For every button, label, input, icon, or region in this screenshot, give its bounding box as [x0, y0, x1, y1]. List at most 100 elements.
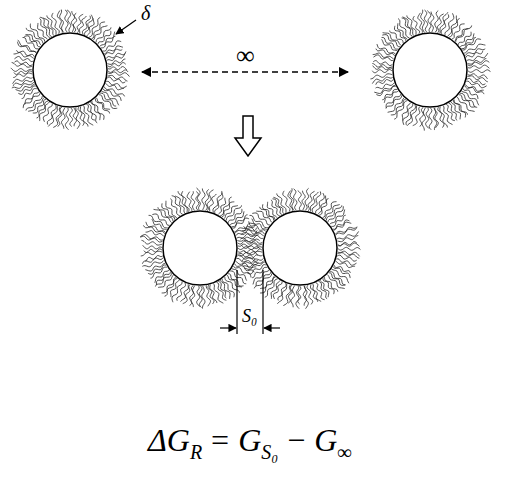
polymer-chain: [73, 13, 76, 32]
polymer-chain: [48, 106, 57, 127]
polymer-chain: [319, 199, 328, 216]
polymer-chain: [422, 108, 426, 131]
polymer-chain: [197, 286, 200, 307]
polymer-chain: [91, 102, 101, 120]
polymer-chain: [146, 255, 163, 261]
polymer-chain: [196, 188, 200, 210]
polymer-chain: [108, 75, 128, 81]
dimension-arrow: [264, 327, 280, 328]
polymer-chain: [431, 12, 434, 32]
polymer-chain: [466, 81, 486, 88]
polymer-chain: [38, 23, 48, 39]
polymer-chain: [73, 108, 76, 126]
polymer-chain: [71, 11, 74, 32]
polymer-chain: [99, 95, 117, 109]
polymer-chain: [290, 188, 294, 210]
leader-line: [116, 20, 136, 34]
polymer-chain: [25, 92, 39, 105]
polymer-chain: [244, 240, 262, 245]
polymer-chain: [108, 70, 128, 73]
polymer-chain: [107, 77, 125, 83]
polymer-chain: [418, 13, 423, 33]
polymer-chain: [376, 79, 393, 84]
polymer-chain: [142, 258, 163, 264]
polymer-chain: [335, 227, 356, 234]
polymer-chain: [154, 209, 172, 222]
polymer-chain: [460, 93, 477, 107]
polymer-chain: [244, 262, 265, 269]
polymer-chain: [449, 103, 458, 120]
polymer-chain: [302, 191, 305, 210]
polymer-chain: [298, 191, 302, 210]
process-arrow: [235, 116, 261, 156]
polymer-chain: [13, 73, 32, 78]
polymer-chain: [338, 247, 360, 250]
polymer-chain: [70, 108, 73, 127]
polymer-chain: [413, 16, 420, 34]
polymer-chain: [377, 44, 395, 54]
polymer-chain: [108, 72, 130, 77]
polymer-chain: [77, 14, 83, 33]
polymer-chain: [454, 99, 467, 114]
polymer-chain: [382, 37, 399, 49]
equation-term: S₀: [261, 440, 278, 464]
polymer-chain: [23, 37, 39, 48]
polymer-chain: [208, 285, 214, 304]
polymer-chain: [325, 277, 338, 292]
polymer-chain: [467, 59, 486, 65]
polymer-chain: [106, 84, 125, 90]
polymer-chain: [390, 31, 403, 44]
polymer-chain: [443, 106, 452, 125]
polymer-chain: [105, 49, 122, 55]
polymer-chain: [40, 17, 52, 36]
polymer-chain: [468, 65, 489, 68]
polymer-chain: [14, 61, 32, 66]
polymer-chain: [373, 61, 392, 66]
equation-term: −: [287, 421, 305, 459]
polymer-chain: [143, 245, 162, 249]
polymer-chain: [421, 10, 425, 33]
polymer-chain: [76, 108, 80, 129]
particle-core: [263, 211, 337, 285]
polymer-chain: [145, 263, 165, 271]
polymer-chain: [467, 53, 488, 61]
polymer-chain: [402, 18, 413, 36]
polymer-chain: [283, 191, 290, 212]
polymer-chain: [222, 202, 235, 217]
polymer-chain: [305, 188, 309, 210]
polymer-chain: [191, 191, 194, 210]
polymer-chain: [288, 285, 292, 303]
distance-arrow: [142, 71, 348, 73]
separation-label: S₀: [240, 306, 259, 326]
polymer-chain: [420, 107, 424, 126]
polymer-chain: [25, 35, 41, 46]
polymer-chain: [278, 283, 286, 300]
equation: ΔGR=GS₀−G∞: [148, 421, 352, 459]
polymer-chain: [78, 107, 84, 126]
polymer-chain: [85, 15, 93, 35]
polymer-chain: [316, 283, 325, 300]
polymer-chain: [440, 12, 448, 33]
polymer-chain: [433, 108, 436, 130]
polymer-chain: [318, 281, 327, 299]
polymer-chain: [242, 258, 263, 265]
equation-term: =: [211, 421, 229, 459]
thickness-label: δ: [139, 2, 152, 24]
polymer-chain: [190, 285, 194, 305]
polymer-chain: [107, 59, 125, 64]
polymer-chain: [333, 220, 349, 229]
polymer-chain: [310, 192, 318, 212]
polymer-chain: [47, 15, 56, 34]
polymer-chain: [337, 236, 358, 242]
polymer-chain: [177, 283, 186, 301]
polymer-chain: [330, 272, 346, 285]
polymer-chain: [468, 74, 488, 79]
polymer-chain: [209, 194, 216, 211]
polymer-chain: [461, 37, 476, 48]
polymer-chain: [65, 10, 68, 32]
polymer-chain: [384, 91, 398, 103]
polymer-chain: [253, 270, 269, 284]
polymer-chain: [170, 280, 179, 297]
polymer-chain: [244, 249, 262, 253]
